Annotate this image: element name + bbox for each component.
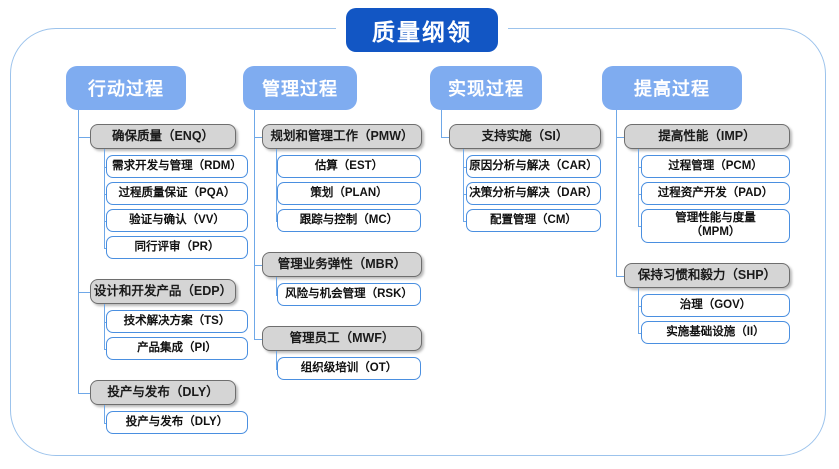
leaf-box[interactable]: 需求开发与管理（RDM） [106, 155, 248, 178]
connector-leaf [463, 220, 466, 222]
column-header-1[interactable]: 行动过程 [66, 66, 186, 110]
connector-trunk [78, 110, 80, 393]
leaf-box[interactable]: 投产与发布（DLY） [106, 411, 248, 434]
connector-group [254, 264, 262, 266]
leaf-box[interactable]: 原因分析与解决（CAR） [466, 155, 601, 178]
connector-subtrunk [104, 304, 106, 349]
connector-subtrunk [638, 149, 640, 226]
group-box[interactable]: 保持习惯和毅力（SHP） [624, 263, 790, 288]
diagram-title: 质量纲领 [346, 8, 498, 52]
leaf-box[interactable]: 决策分析与解决（DAR） [466, 182, 601, 205]
leaf-box[interactable]: 过程质量保证（PQA） [106, 182, 248, 205]
connector-leaf [638, 332, 641, 334]
connector-group [254, 136, 262, 138]
group-box[interactable]: 管理员工（MWF） [262, 326, 422, 351]
group-box[interactable]: 确保质量（ENQ） [90, 124, 236, 149]
connector-leaf [463, 193, 466, 195]
connector-subtrunk [104, 405, 106, 423]
connector-leaf [638, 305, 641, 307]
leaf-box[interactable]: 过程管理（PCM） [641, 155, 790, 178]
connector-leaf [104, 422, 106, 424]
group-box[interactable]: 设计和开发产品（EDP） [90, 279, 236, 304]
connector-leaf [276, 294, 277, 296]
column-header-4[interactable]: 提高过程 [602, 66, 742, 110]
connector-trunk [254, 110, 256, 339]
leaf-box[interactable]: 同行评审（PR） [106, 236, 248, 259]
leaf-box[interactable]: 过程资产开发（PAD） [641, 182, 790, 205]
leaf-box[interactable]: 治理（GOV） [641, 294, 790, 317]
connector-subtrunk [276, 149, 278, 221]
connector-group [78, 136, 90, 138]
leaf-box[interactable]: 实施基础设施（II） [641, 321, 790, 344]
connector-leaf [104, 348, 106, 350]
connector-subtrunk [276, 351, 278, 369]
leaf-box[interactable]: 产品集成（PI） [106, 337, 248, 360]
connector-trunk [616, 110, 618, 276]
connector-leaf [463, 166, 466, 168]
connector-group [616, 275, 624, 277]
leaf-box[interactable]: 风险与机会管理（RSK） [277, 283, 421, 306]
connector-group [78, 392, 90, 394]
connector-leaf [638, 226, 641, 228]
connector-leaf [276, 368, 277, 370]
connector-leaf [638, 193, 641, 195]
connector-group [78, 291, 90, 293]
leaf-box[interactable]: 策划（PLAN） [277, 182, 421, 205]
connector-subtrunk [276, 277, 278, 295]
connector-group [254, 338, 262, 340]
leaf-box[interactable]: 管理性能与度量（MPM） [641, 209, 790, 243]
group-box[interactable]: 管理业务弹性（MBR） [262, 252, 422, 277]
connector-group [616, 136, 624, 138]
connector-trunk [441, 110, 443, 137]
leaf-box[interactable]: 验证与确认（VV） [106, 209, 248, 232]
group-box[interactable]: 支持实施（SI） [449, 124, 601, 149]
connector-leaf [276, 220, 277, 222]
connector-subtrunk [104, 149, 106, 248]
connector-leaf [104, 247, 106, 249]
leaf-box[interactable]: 跟踪与控制（MC） [277, 209, 421, 232]
connector-subtrunk [638, 288, 640, 333]
column-header-2[interactable]: 管理过程 [243, 66, 357, 110]
column-header-3[interactable]: 实现过程 [430, 66, 542, 110]
connector-subtrunk [463, 149, 465, 221]
leaf-box[interactable]: 配置管理（CM） [466, 209, 601, 232]
connector-leaf [638, 166, 641, 168]
group-box[interactable]: 规划和管理工作（PMW） [262, 124, 422, 149]
group-box[interactable]: 提高性能（IMP） [624, 124, 790, 149]
leaf-box[interactable]: 估算（EST） [277, 155, 421, 178]
connector-group [441, 136, 449, 138]
leaf-box[interactable]: 组织级培训（OT） [277, 357, 421, 380]
group-box[interactable]: 投产与发布（DLY） [90, 380, 236, 405]
leaf-box[interactable]: 技术解决方案（TS） [106, 310, 248, 333]
